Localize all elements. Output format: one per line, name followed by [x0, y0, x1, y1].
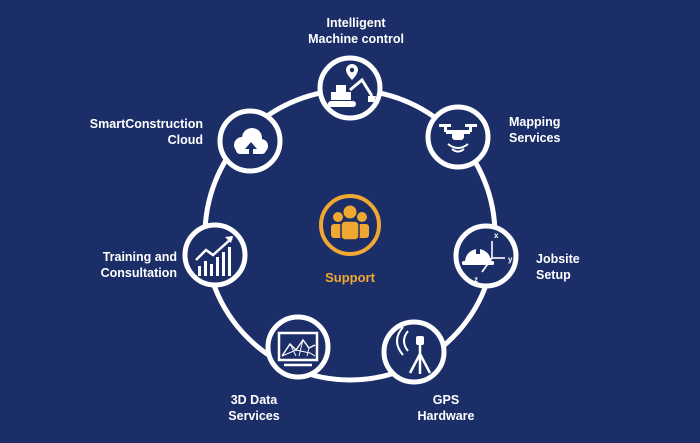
label-line: Services — [509, 131, 561, 145]
label-line: GPS — [432, 393, 460, 407]
label-line: Services — [228, 409, 280, 423]
center-support-label: Support — [325, 270, 375, 285]
gps-tripod-icon — [396, 326, 432, 374]
node-3d-data-services[interactable] — [265, 314, 331, 380]
label-line: Intelligent — [326, 16, 386, 30]
label-training-and-consultation: Training and Consultation — [101, 249, 177, 281]
node-smartconstruction-cloud[interactable] — [217, 108, 283, 174]
label-intelligent-machine-control: Intelligent Machine control — [299, 15, 413, 47]
label-gps-hardware: GPS Hardware — [414, 392, 478, 424]
label-line: Mapping — [509, 115, 561, 129]
label-smartconstruction-cloud: SmartConstruction Cloud — [90, 116, 203, 148]
axis-label-y: y — [508, 255, 513, 264]
cloud-upload-icon — [234, 128, 268, 156]
label-line: 3D Data — [230, 393, 278, 407]
label-line: Hardware — [417, 409, 475, 423]
node-intelligent-machine-control[interactable] — [317, 55, 383, 121]
axis-label-z: z — [474, 275, 478, 284]
people-group-icon — [319, 194, 381, 256]
label-line: Consultation — [100, 266, 177, 280]
label-line: Cloud — [167, 133, 203, 147]
label-line: SmartConstruction — [89, 117, 203, 131]
excavator-location-pin-icon — [328, 64, 376, 107]
monitor-terrain-icon — [277, 331, 319, 367]
node-training-and-consultation[interactable] — [182, 222, 248, 288]
label-line: Setup — [536, 268, 571, 282]
node-jobsite-setup[interactable]: x y z — [453, 223, 519, 289]
node-mapping-services[interactable] — [425, 104, 491, 170]
axis-label-x: x — [494, 231, 499, 240]
label-mapping-services: Mapping Services — [509, 114, 560, 146]
hardhat-axes-icon — [462, 241, 505, 273]
label-3d-data-services: 3D Data Services — [224, 392, 284, 424]
label-line: Jobsite — [536, 252, 580, 266]
label-jobsite-setup: Jobsite Setup — [536, 251, 580, 283]
growth-chart-icon — [195, 236, 233, 276]
label-line: Machine control — [308, 32, 404, 46]
drone-icon — [439, 124, 477, 153]
label-line: Training and — [102, 250, 177, 264]
node-gps-hardware[interactable] — [381, 319, 447, 385]
